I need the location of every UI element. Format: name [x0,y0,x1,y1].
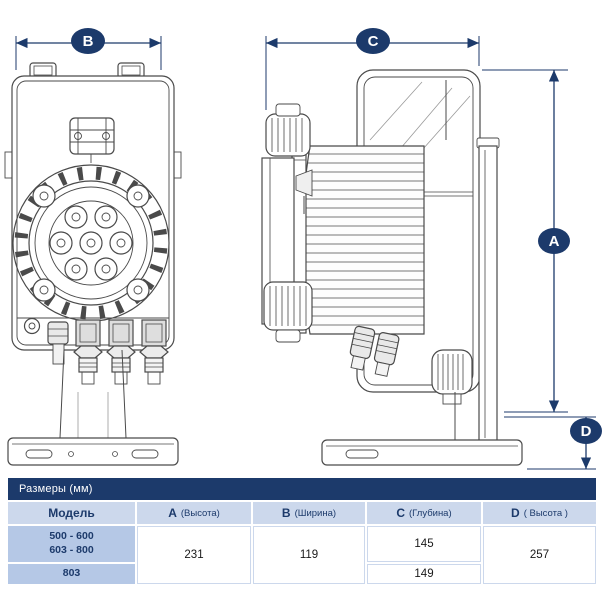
technical-drawing: B C A D [4,28,602,470]
dimension-badge-c: C [356,28,390,54]
pump-side-view [261,69,523,466]
column-header-a-letter: A [168,506,177,520]
column-header-d: D ( Высота ) [483,502,596,524]
dimension-label-b: B [83,33,94,50]
dimensions-table: Размеры (мм) Модель A (Высота) B (Ширина… [8,478,596,584]
column-header-c: C (Глубина) [367,502,481,524]
value-c-row2: 149 [367,564,481,584]
column-header-d-name: ( Высота ) [523,507,568,519]
dimension-label-a: A [549,233,560,250]
dimension-badge-a: A [538,228,570,254]
column-header-model-label: Модель [48,506,95,520]
table-title: Размеры (мм) [8,478,596,500]
column-header-d-letter: D [511,506,520,520]
column-header-c-name: (Глубина) [409,507,452,519]
model-603-800: 603 - 800 [49,544,94,556]
column-header-b-name: (Ширина) [294,507,337,519]
value-c-row1: 145 [367,526,481,562]
dimension-label-c: C [368,33,379,50]
column-header-a-name: (Высота) [180,507,220,519]
model-500-600: 500 - 600 [49,530,94,543]
dimension-badge-b: B [71,28,105,54]
value-d: 257 [483,526,596,584]
pump-front-view [4,62,182,466]
column-header-b-letter: B [281,506,291,520]
column-header-c-letter: C [396,506,406,520]
value-a: 231 [137,526,251,584]
column-header-model: Модель [8,502,135,524]
value-b: 119 [253,526,365,584]
model-cell-803: 803 [8,564,135,584]
column-header-b: B (Ширина) [253,502,365,524]
dimension-label-d: D [581,423,592,440]
column-header-a: A (Высота) [137,502,251,524]
dimension-badge-d: D [570,418,602,444]
model-cell-group1: 500 - 600 603 - 800 [8,526,135,562]
